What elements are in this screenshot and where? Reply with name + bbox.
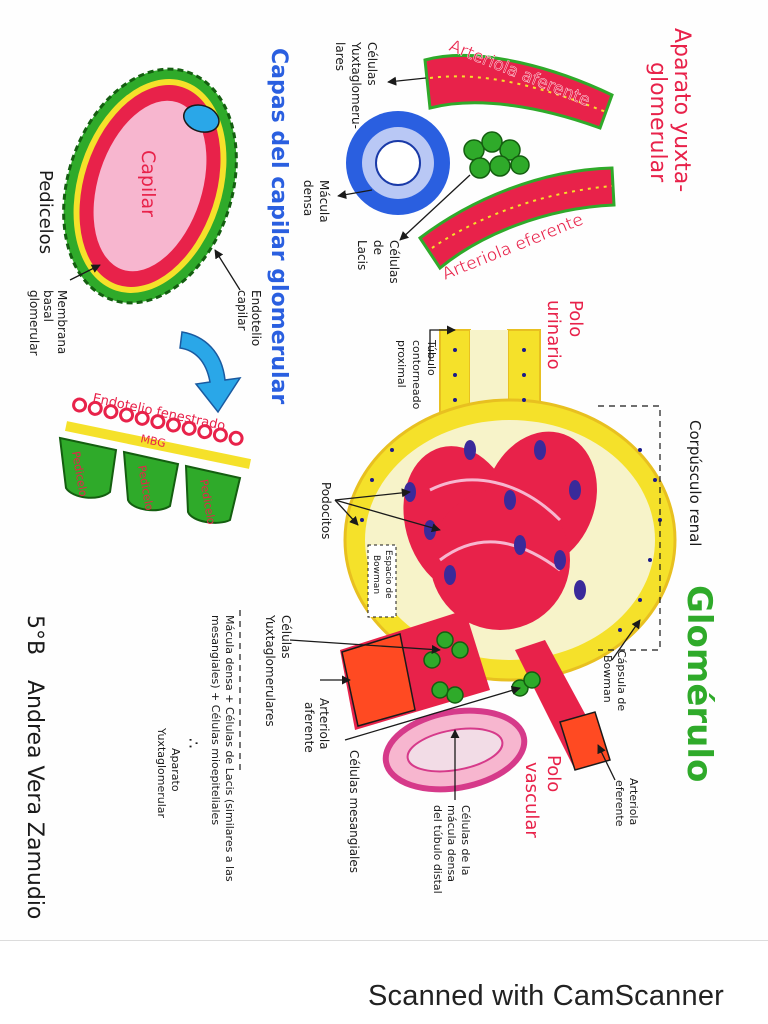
notes-drawing: Aparato yuxta- glomerular Arteriola afer…	[22, 28, 719, 919]
pedicelo-foot-2	[122, 450, 180, 512]
glom-art-af-label-2: aferente	[302, 702, 316, 753]
glom-macula-label-2: mácula densa	[445, 805, 458, 882]
glom-macula-label-1: Células de la	[459, 805, 472, 876]
tubulo-label-2: contorneado	[410, 340, 423, 410]
espacio-label-2: Bowman	[371, 555, 381, 594]
jga-yuxta-label-1: Células	[365, 42, 379, 86]
blue-arrow-icon	[179, 331, 242, 414]
capilar-diagram	[62, 67, 238, 305]
author-name: Andrea Vera Zamudio	[22, 680, 47, 919]
glom-yuxta-label-2: Yuxtaglomerulares	[263, 614, 277, 727]
mesangiales-label: Células mesangiales	[347, 750, 361, 873]
membrana-label-3: glomerular	[27, 290, 41, 356]
scanner-watermark: Scanned with CamScanner	[368, 980, 725, 1012]
capilar-title: Capas del capilar glomerular	[266, 48, 291, 404]
jga-diagram	[337, 53, 616, 271]
podocitos-label: Podocitos	[319, 482, 333, 539]
jga-macula-label-1: Mácula	[317, 180, 331, 223]
polo-vascular-label-2: vascular	[521, 762, 542, 838]
corpusculo-label: Corpúsculo renal	[686, 420, 704, 546]
jga-title-line2: glomerular	[645, 62, 670, 183]
jga-yuxta-label-3: lares	[333, 42, 347, 71]
lacis-cells	[463, 131, 530, 179]
polo-vascular-label-1: Polo	[543, 755, 564, 792]
pedicelos-label: Pedicelos	[35, 170, 56, 254]
polo-urinario-label-2: urinario	[543, 300, 564, 370]
capsula-label-1: Cápsula de	[615, 650, 628, 711]
endotelio-label-1: Endotelio	[249, 290, 263, 346]
author-group: 5°B	[22, 615, 47, 655]
jga-lacis-label-2: de	[371, 240, 385, 255]
jga-lacis-label-1: Células	[387, 240, 401, 284]
endotelio-label-2: capilar	[235, 290, 249, 331]
jga-title-line1: Aparato yuxta-	[669, 28, 694, 192]
glom-art-af-label-1: Arteriola	[317, 698, 331, 750]
pedicelo-foot-3	[184, 464, 242, 524]
therefore-icon: ∴	[184, 738, 203, 748]
capilar-layers-detail: Endotelio fenestrado MBG Pedicelo Pedice…	[58, 391, 252, 526]
membrana-label-1: Membrana	[55, 290, 69, 354]
jga-yuxta-label-2: Yuxtaglomeru-	[349, 41, 363, 129]
glom-macula-label-3: del túbulo distal	[431, 805, 444, 894]
pedicelo-foot-1	[58, 436, 118, 499]
mbg-label: MBG	[139, 432, 167, 450]
polo-urinario-label-1: Polo	[565, 300, 586, 337]
capilar-lumen	[93, 100, 207, 272]
jg-cells	[423, 631, 541, 704]
note-line-2: mesangiales) + Células mioepiteliales	[209, 615, 222, 825]
tubulo-label-1: Túbulo	[425, 339, 438, 376]
capilar-lumen-label: Capilar	[137, 150, 159, 217]
espacio-label-1: Espacio de	[383, 550, 393, 599]
glom-art-ef-label-1: Arteriola	[627, 778, 640, 825]
capilar-nucleus	[183, 104, 220, 133]
capillary-tuft	[403, 431, 597, 630]
capsula-label-2: Bowman	[601, 655, 614, 703]
jga-lacis-label-3: Lacis	[355, 240, 369, 270]
glom-art-ef-label-2: eferente	[613, 780, 626, 827]
glomerulo-title: Glomérulo	[679, 585, 719, 782]
note-line-3: Aparato	[169, 748, 182, 792]
arteriola-aferente-shape	[423, 53, 614, 130]
jga-macula-label-2: densa	[301, 180, 315, 216]
tubulo-label-3: proximal	[395, 340, 408, 388]
glomerulo-diagram	[239, 325, 677, 800]
membrana-label-2: basal	[41, 290, 55, 322]
note-line-4: Yuxtaglomerular	[155, 727, 168, 819]
note-line-1: Mácula densa + Células de Lacis (similar…	[223, 615, 236, 882]
espacio-bowman-box	[367, 544, 397, 618]
glom-yuxta-label-1: Células	[279, 615, 293, 659]
